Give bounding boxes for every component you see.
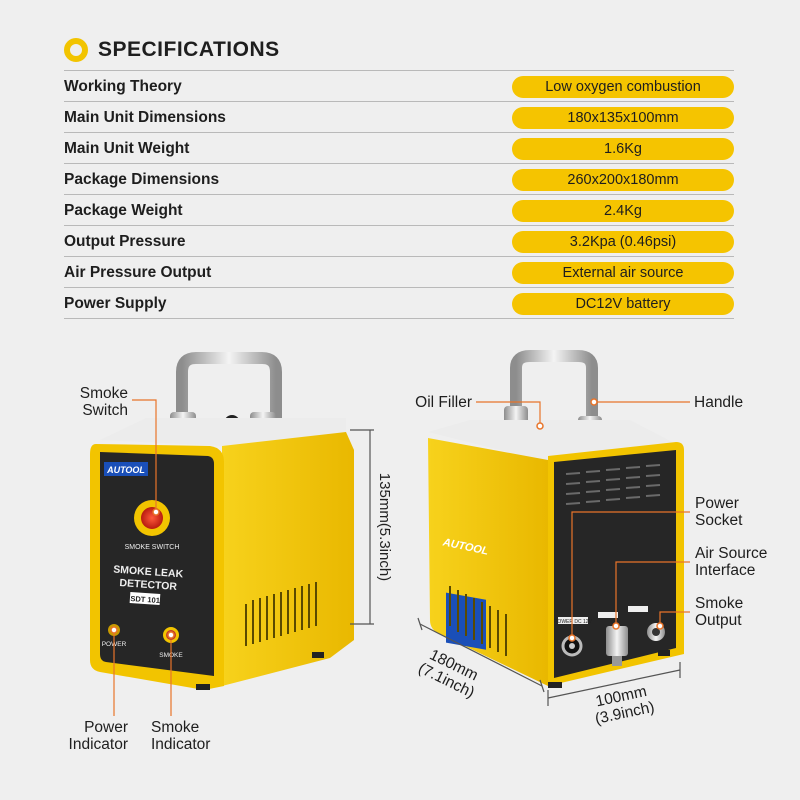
spec-row-main-unit-dimensions: Main Unit Dimensions 180x135x100mm — [64, 102, 734, 133]
spec-row-package-weight: Package Weight 2.4Kg — [64, 195, 734, 226]
spec-label: Main Unit Dimensions — [64, 108, 226, 126]
power-socket-callout: Power Socket — [695, 495, 743, 529]
spec-value: 2.4Kg — [512, 199, 734, 222]
smoke-output-callout: Smoke Output — [695, 595, 744, 629]
divider — [64, 287, 734, 288]
spec-value: External air source — [512, 261, 734, 284]
section-title: SPECIFICATIONS — [98, 38, 280, 61]
spec-row-air-pressure-output: Air Pressure Output External air source — [64, 257, 734, 288]
divider — [64, 256, 734, 257]
height-label: 135mm(5.3inch) — [376, 473, 393, 581]
callout-lines — [113, 399, 690, 716]
spec-value: 260x200x180mm — [512, 168, 734, 191]
spec-label: Package Weight — [64, 201, 183, 219]
divider — [64, 225, 734, 226]
spec-value: Low oxygen combustion — [512, 75, 734, 98]
height-dimension — [350, 429, 374, 625]
svg-text:SMOKE LEAK: SMOKE LEAK — [113, 564, 184, 581]
spec-row-power-supply: Power Supply DC12V battery — [64, 288, 734, 319]
spec-label: Main Unit Weight — [64, 139, 190, 157]
divider — [64, 318, 734, 319]
svg-text:SMOKE SWITCH: SMOKE SWITCH — [125, 544, 180, 551]
spec-label: Working Theory — [64, 77, 182, 95]
front-panel — [100, 452, 214, 676]
spec-value: 1.6Kg — [512, 137, 734, 160]
left-unit-front-view: AUTOOL SMOKE SWITCH SMOKE LEAK DETECTOR … — [90, 352, 354, 690]
divider — [64, 101, 734, 102]
spec-row-package-dimensions: Package Dimensions 260x200x180mm — [64, 164, 734, 195]
svg-text:POWER DC 12V: POWER DC 12V — [554, 619, 592, 625]
spec-label: Output Pressure — [64, 232, 186, 250]
spec-label: Power Supply — [64, 294, 167, 312]
divider — [64, 163, 734, 164]
handle-callout: Handle — [694, 394, 744, 411]
spec-value: 180x135x100mm — [512, 106, 734, 129]
circle-bullet-icon — [64, 38, 88, 62]
svg-text:DETECTOR: DETECTOR — [119, 577, 178, 593]
depth-dimension — [419, 623, 543, 687]
spec-row-output-pressure: Output Pressure 3.2Kpa (0.46psi) — [64, 226, 734, 257]
divider — [64, 70, 734, 71]
smoke-indicator-callout: Smoke Indicator — [151, 719, 211, 753]
side-panel — [222, 432, 354, 686]
brand-logo: AUTOOL — [106, 465, 145, 475]
spec-row-working-theory: Working Theory Low oxygen combustion — [64, 71, 734, 102]
divider — [64, 132, 734, 133]
spec-label: Package Dimensions — [64, 170, 220, 188]
air-source-interface-callout: Air Source Interface — [695, 545, 768, 579]
spec-value: 3.2Kpa (0.46psi) — [512, 230, 734, 253]
specifications-header: SPECIFICATIONS — [64, 38, 280, 62]
spec-row-main-unit-weight: Main Unit Weight 1.6Kg — [64, 133, 734, 164]
handle-icon — [176, 352, 282, 430]
spec-value: DC12V battery — [512, 292, 734, 315]
air-source-interface-icon — [606, 626, 628, 656]
power-indicator-callout: Power Indicator — [68, 719, 128, 753]
width-dimension — [547, 669, 681, 699]
smoke-switch-callout: Smoke Switch — [79, 385, 128, 419]
spec-label: Air Pressure Output — [64, 263, 212, 281]
divider — [64, 194, 734, 195]
svg-text:SDT 101: SDT 101 — [130, 594, 160, 605]
oil-filler-callout: Oil Filler — [415, 394, 472, 411]
smoke-switch-icon — [141, 507, 163, 529]
